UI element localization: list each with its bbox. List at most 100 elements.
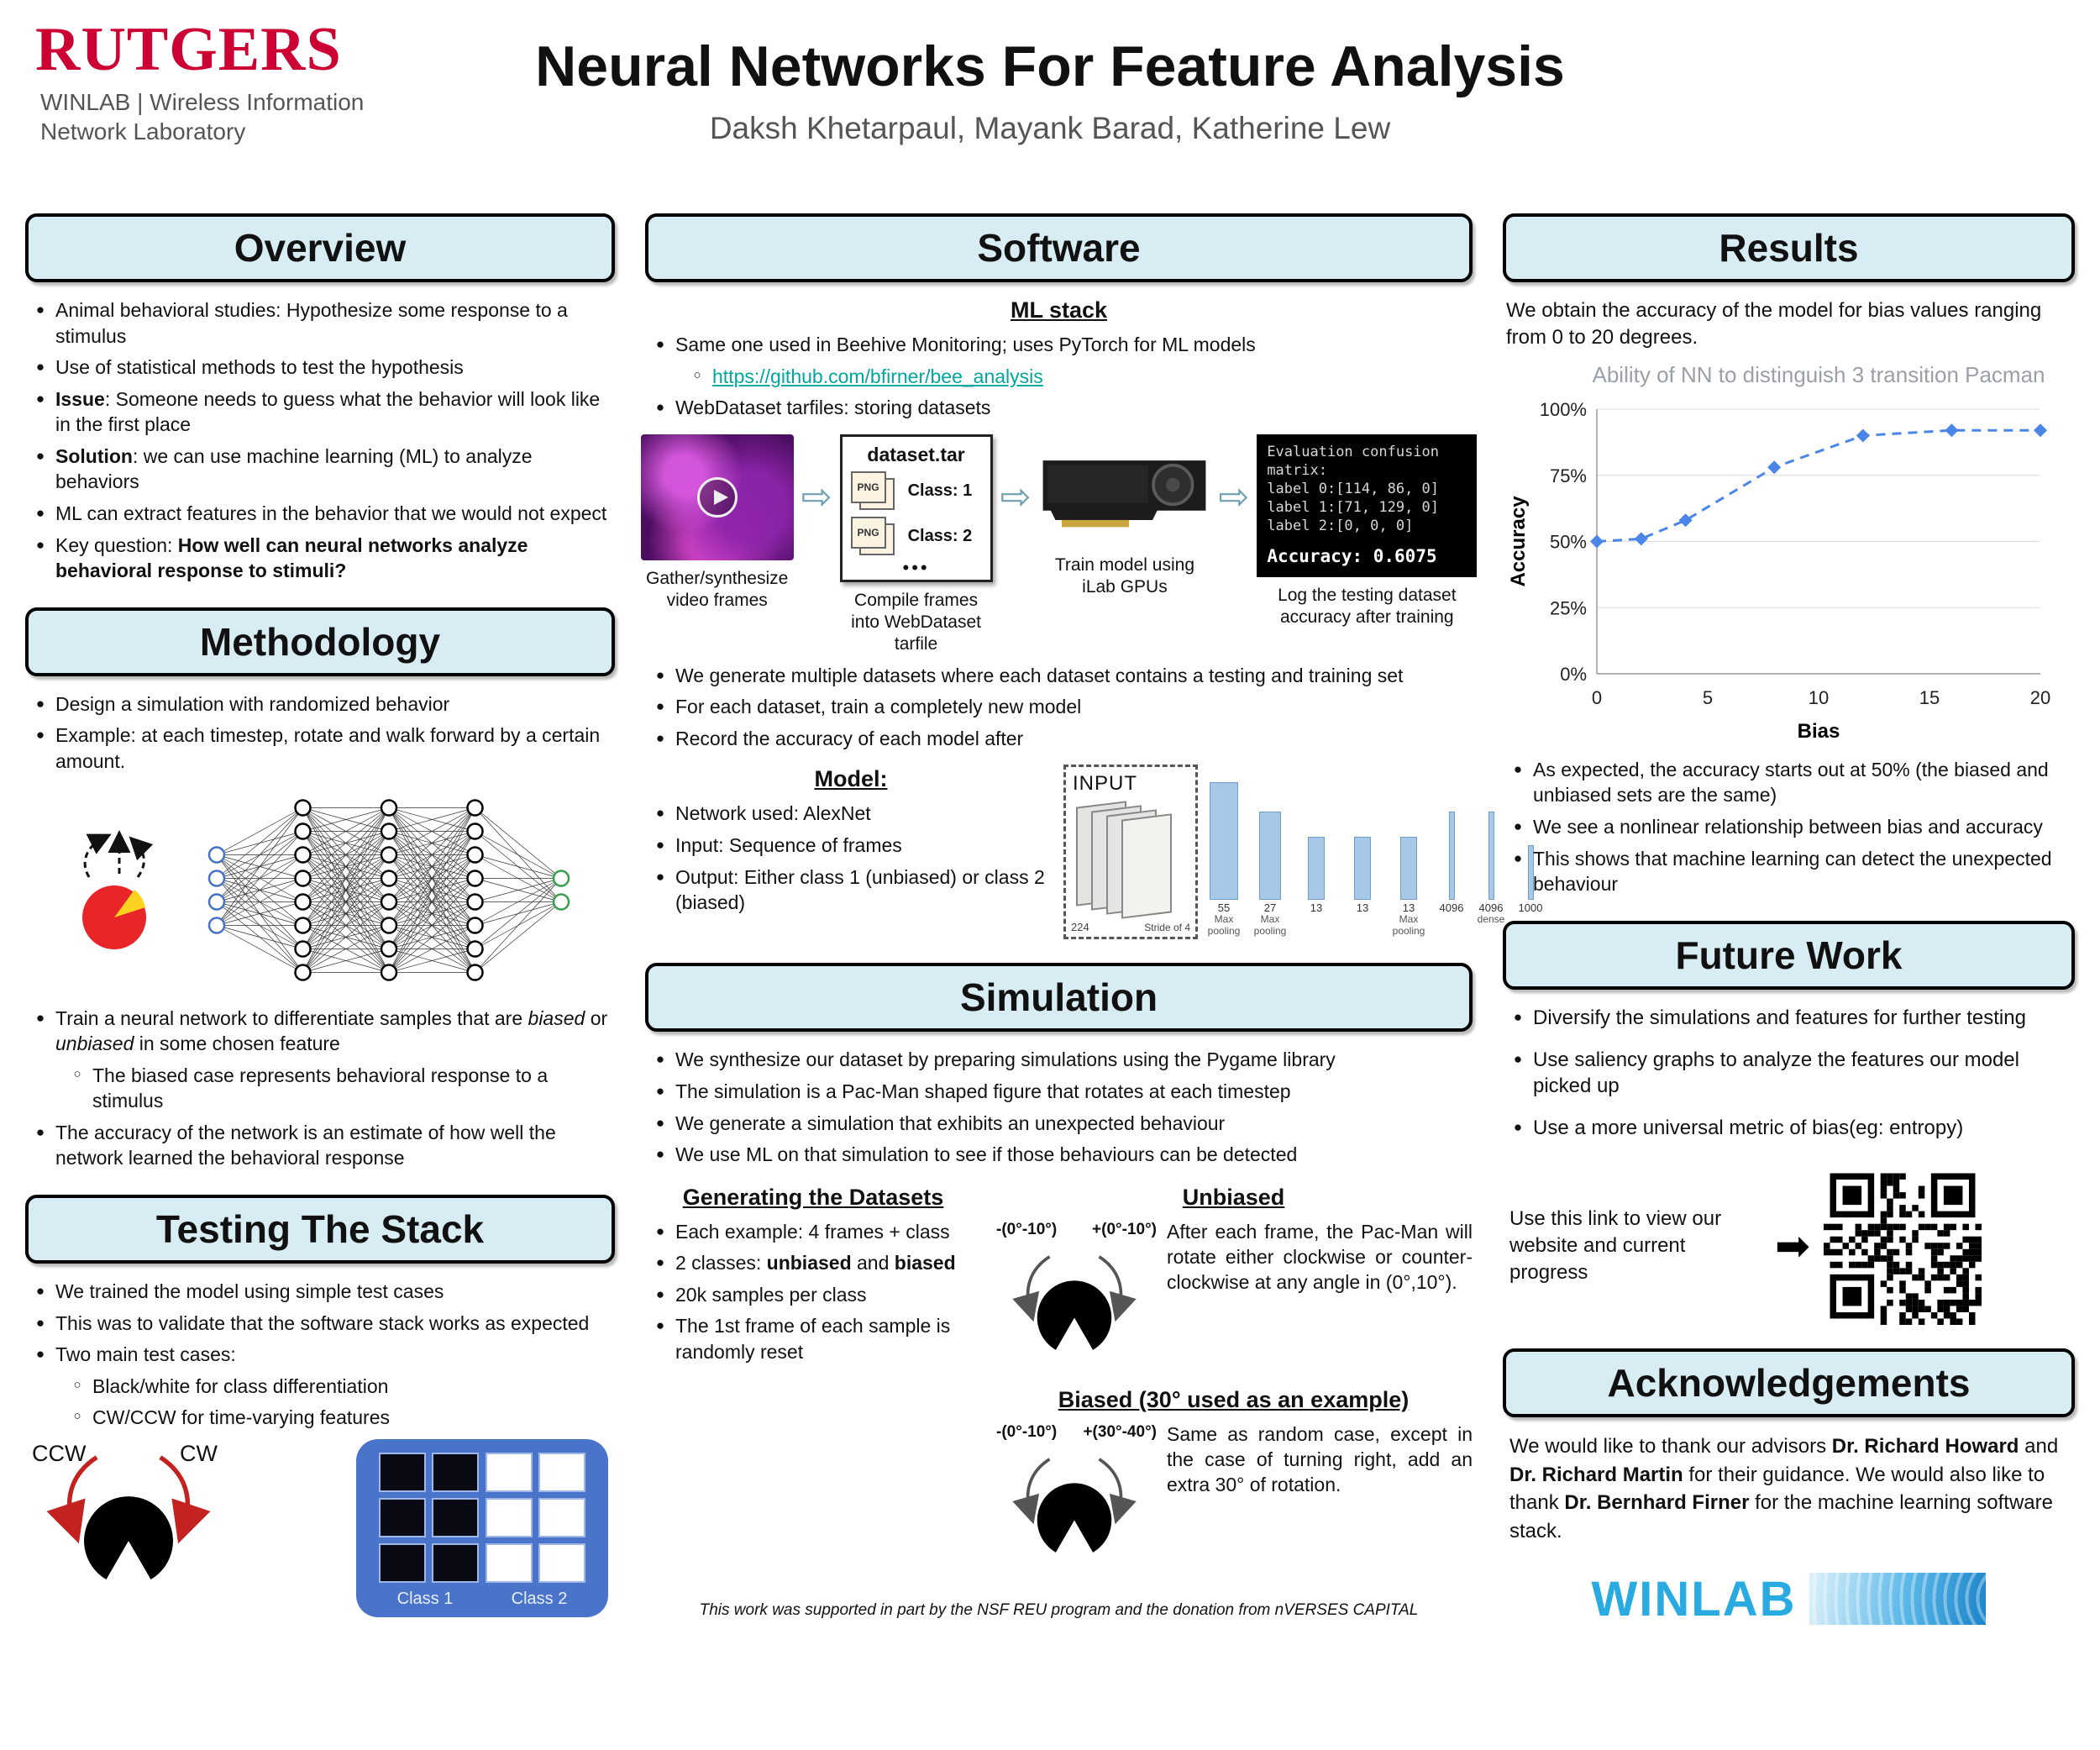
list-item: ●We trained the model using simple test … [25,1279,615,1305]
bullet-icon: ● [1513,760,1523,777]
list-item: ●Network used: AlexNet [645,801,1057,827]
bullet-icon: ○ [693,367,701,382]
rotating-agent-icon [82,829,154,949]
list-item: ●We generate a simulation that exhibits … [645,1111,1473,1137]
methodology-list-top: ●Design a simulation with randomized beh… [25,691,615,775]
grid-cell [379,1452,426,1492]
list-item-text: Example: at each timestep, rotate and wa… [55,723,615,774]
list-item: ●Use of statistical methods to test the … [25,355,615,381]
future-work-section: Future Work ●Diversify the simulations a… [1503,920,2075,1326]
biased-case: -(0°-10°) +(30°-40°) [995,1422,1473,1583]
qr-code[interactable] [1823,1167,1982,1326]
flow-arrow-icon: ⇨ [1218,476,1250,518]
dataset-tar-title: dataset.tar [867,443,965,465]
grid-cell [486,1452,533,1492]
text-segment: Example: at each timestep, rotate and wa… [55,724,601,772]
text-segment: For each dataset, train a completely new… [675,696,1082,718]
bullet-icon: ● [655,1114,665,1131]
testing-list: ●We trained the model using simple test … [25,1279,615,1431]
testing-header: Testing The Stack [25,1194,615,1264]
text-segment: biased [528,1006,585,1029]
simulation-section: Simulation ●We synthesize our dataset by… [645,963,1473,1619]
ellipsis-icon: ••• [902,556,930,578]
text-segment: Dr. Richard Martin [1509,1463,1683,1486]
list-item: ●For each dataset, train a completely ne… [645,694,1473,720]
list-item-text: Use saliency graphs to analyze the featu… [1533,1047,2075,1101]
methodology-header: Methodology [25,607,615,676]
list-item: ●Output: Either class 1 (unbiased) or cl… [645,864,1057,916]
text-segment: Input: Sequence of frames [675,833,902,856]
bullet-icon: ● [1513,817,1523,834]
svg-text:Accuracy: Accuracy [1507,496,1530,587]
acknowledgements-section: Acknowledgements We would like to thank … [1503,1348,2075,1627]
bullet-icon: ● [655,666,665,683]
pipeline-caption: Train model using iLab GPUs [1054,554,1194,596]
list-item: ●We synthesize our dataset by preparing … [645,1047,1473,1073]
svg-text:75%: 75% [1550,465,1587,486]
alexnet-dense-layer: 1000 [1516,845,1545,939]
grid-cell [432,1542,479,1583]
class2-label: Class 2 [511,1589,568,1608]
list-item-text: The 1st frame of each sample is randomly… [675,1313,981,1364]
bullet-icon: ● [655,1254,665,1271]
png-files-icon: PNG [850,516,900,557]
bullet-icon: ● [35,1009,45,1026]
grid-cell [379,1497,426,1537]
stride-label: Stride of 4 [1144,922,1190,934]
list-item: ●The 1st frame of each sample is randoml… [645,1313,981,1364]
future-work-list: ●Diversify the simulations and features … [1503,1005,2075,1143]
list-item: ●Animal behavioral studies: Hypothesize … [25,297,615,349]
list-item: ●Example: at each timestep, rotate and w… [25,723,615,774]
winlab-logo: WINLAB [1503,1571,2075,1627]
list-item-text: Two main test cases: [55,1342,615,1368]
github-link[interactable]: https://github.com/bfirner/bee_analysis [712,365,1043,387]
list-item-text: Black/white for class differentiation [92,1374,615,1400]
list-item-text: We use ML on that simulation to see if t… [675,1142,1473,1168]
poster-title: Neural Networks For Feature Analysis [535,34,1565,98]
text-segment: Black/white for class differentiation [92,1374,389,1397]
text-segment: This shows that machine learning can det… [1533,847,2052,896]
terminal-line: Evaluation confusion [1267,443,1440,460]
list-item: ●20k samples per class [645,1282,981,1308]
bullet-icon: ○ [73,1066,81,1081]
bullet-icon: ● [1513,1050,1523,1067]
list-item-text: The simulation is a Pac-Man shaped figur… [675,1079,1473,1105]
list-item-text: The biased case represents behavioral re… [92,1063,615,1114]
grid-cell [432,1497,479,1537]
list-item-text: Record the accuracy of each model after [675,726,1473,752]
text-segment: Two main test cases: [55,1343,236,1366]
text-segment: Issue [55,387,105,410]
class-grid-figure: Class 1 Class 2 [356,1438,608,1617]
text-segment: for the machine learning software stack. [1509,1491,2053,1543]
pacman-icon [1012,1255,1137,1350]
play-icon[interactable] [696,476,738,518]
list-item: ●We use ML on that simulation to see if … [645,1142,1473,1168]
alexnet-input-label: INPUT [1073,772,1137,796]
bias-cases-block: Unbiased -(0°-10°) +(0°-10°) [995,1178,1473,1588]
model-block: Model: ●Network used: AlexNet●Input: Seq… [645,759,1542,940]
text-segment: : Someone needs to guess what the behavi… [55,387,601,436]
text-segment: We generate multiple datasets where each… [675,664,1404,686]
generating-datasets-list: ●Each example: 4 frames + class●2 classe… [645,1219,981,1365]
text-segment: for their guidance. We would also like t… [1509,1463,2045,1515]
list-item-text: CW/CCW for time-varying features [92,1405,615,1431]
bullet-icon: ● [1513,1119,1523,1136]
bullet-icon: ● [655,336,665,352]
dataset-tar-box: dataset.tar PNG Class: 1 PNG [839,434,993,582]
tar-class1-row: PNG Class: 1 [850,470,982,512]
text-segment: Same one used in Beehive Monitoring; use… [675,334,1256,355]
text-segment: and [2019,1435,2059,1458]
video-frame-image [640,434,794,560]
terminal-line: label 0:[114, 86, 0] [1267,480,1440,497]
overview-header: Overview [25,213,615,282]
bullet-icon: ● [655,399,665,416]
terminal-line: label 1:[71, 129, 0] [1267,499,1440,517]
accuracy-line: Accuracy: 0.6075 [1267,546,1437,567]
list-item-text: WebDataset tarfiles: storing datasets [675,395,1473,421]
bullet-icon: ● [655,805,665,822]
biased-right-rotation-label: +(30°-40°) [1083,1422,1157,1441]
bullet-icon: ● [35,505,45,522]
